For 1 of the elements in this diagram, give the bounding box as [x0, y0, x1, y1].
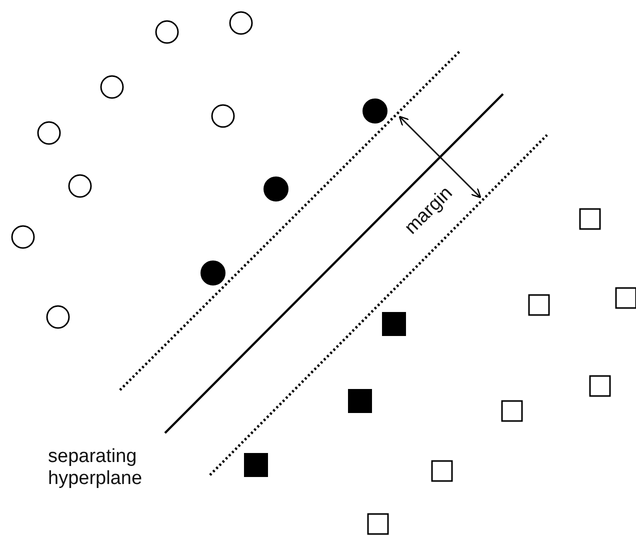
hyperplane-label: separating hyperplane [48, 446, 144, 490]
